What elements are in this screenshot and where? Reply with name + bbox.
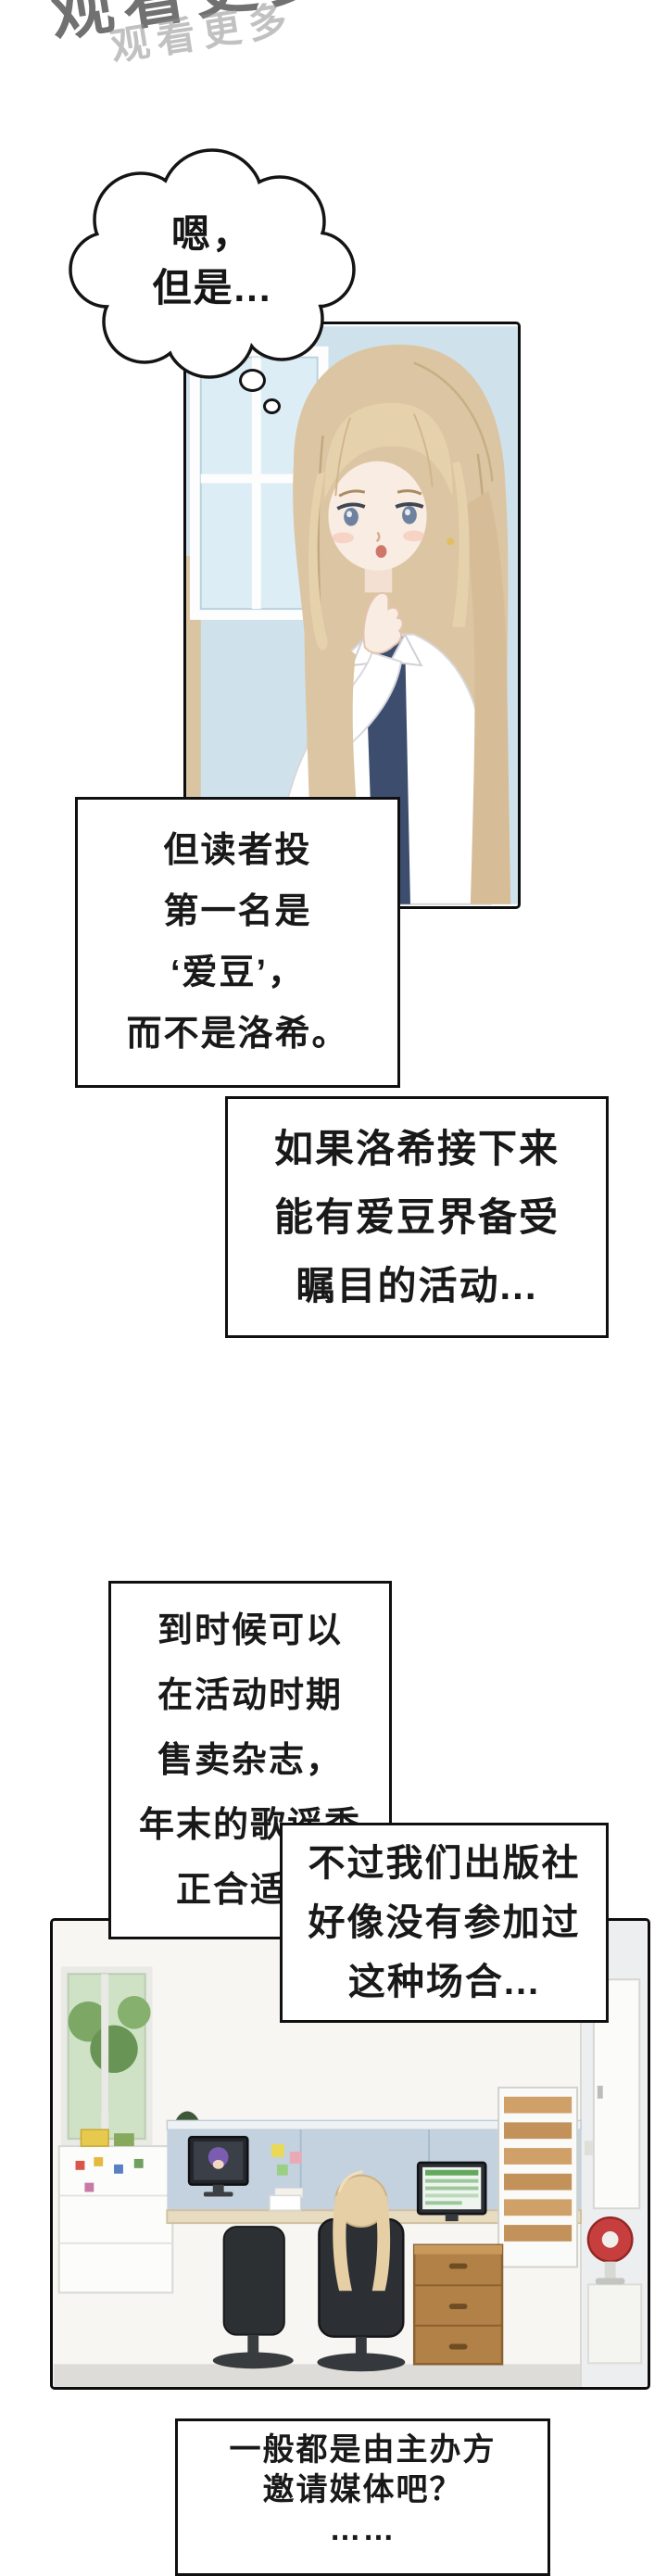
thought-bubble-text: 嗯， 但是... [59, 208, 365, 315]
desk-papers [269, 2188, 304, 2212]
dialogue-line: 邀请媒体吧？ [262, 2472, 463, 2507]
dialogue-line: 这种场合... [347, 1962, 541, 2002]
office-window [60, 1966, 153, 2147]
face-features [332, 489, 455, 559]
door-handle [597, 2085, 603, 2099]
comic-page: 观看更多 观看更多 [43, 0, 650, 2576]
red-fan [586, 2216, 643, 2365]
thought-line: 嗯， [170, 212, 253, 256]
paper-shelf [497, 2086, 579, 2268]
sticky-notes [271, 2144, 302, 2176]
monitor-spreadsheet [416, 2161, 487, 2222]
watermark-partial: 观看更多 [43, 0, 343, 55]
thought-line: 但是... [152, 266, 272, 309]
monitor-left [187, 2135, 249, 2197]
hand [362, 591, 404, 654]
dialogue-line: 好像没有参加过 [308, 1902, 581, 1943]
thought-bubble-tail-small [263, 398, 281, 414]
speech-box-1: 但读者投 第一名是 ‘爱豆’， 而不是洛希。 [75, 797, 400, 1088]
white-cabinet [57, 2128, 174, 2294]
dialogue-line: 售卖杂志， [157, 1740, 343, 1780]
dialogue-line: 但读者投 [163, 831, 312, 870]
dialogue-line: 如果洛希接下来 [273, 1126, 560, 1170]
thought-bubble-tail-large [239, 369, 266, 392]
speech-box-2: 如果洛希接下来 能有爱豆界备受 瞩目的活动... [225, 1096, 609, 1338]
light-switch [584, 2140, 593, 2155]
office-chair-center [318, 2217, 405, 2338]
dialogue-line: 不过我们出版社 [308, 1843, 581, 1884]
earring [447, 537, 455, 546]
dialogue-line: 而不是洛希。 [126, 1015, 349, 1054]
dialogue-line: 一般都是由主办方 [229, 2432, 497, 2468]
office-chair-left [212, 2226, 294, 2369]
dialogue-line: 瞩目的活动... [296, 1263, 538, 1307]
dialogue-line: 在活动时期 [157, 1675, 343, 1715]
dialogue-line: ‘爱豆’， [170, 953, 306, 992]
wood-drawers [412, 2243, 504, 2366]
dialogue-line: 到时候可以 [157, 1610, 343, 1650]
face [328, 461, 427, 571]
window [189, 346, 329, 620]
thought-bubble: 嗯， 但是... [59, 146, 365, 389]
speech-box-5: 一般都是由主办方 邀请媒体吧？ …… [175, 2418, 550, 2576]
dialogue-line: …… [329, 2512, 396, 2547]
speech-box-4: 不过我们出版社 好像没有参加过 这种场合... [280, 1823, 609, 2023]
purple-hair-character [208, 2147, 229, 2167]
thought-bubble-cloud [69, 148, 356, 379]
dialogue-line: 能有爱豆界备受 [273, 1194, 560, 1239]
watermark: 观看更多 [107, 0, 297, 69]
dialogue-line: 第一名是 [163, 892, 312, 931]
woman-at-desk [317, 2170, 406, 2372]
